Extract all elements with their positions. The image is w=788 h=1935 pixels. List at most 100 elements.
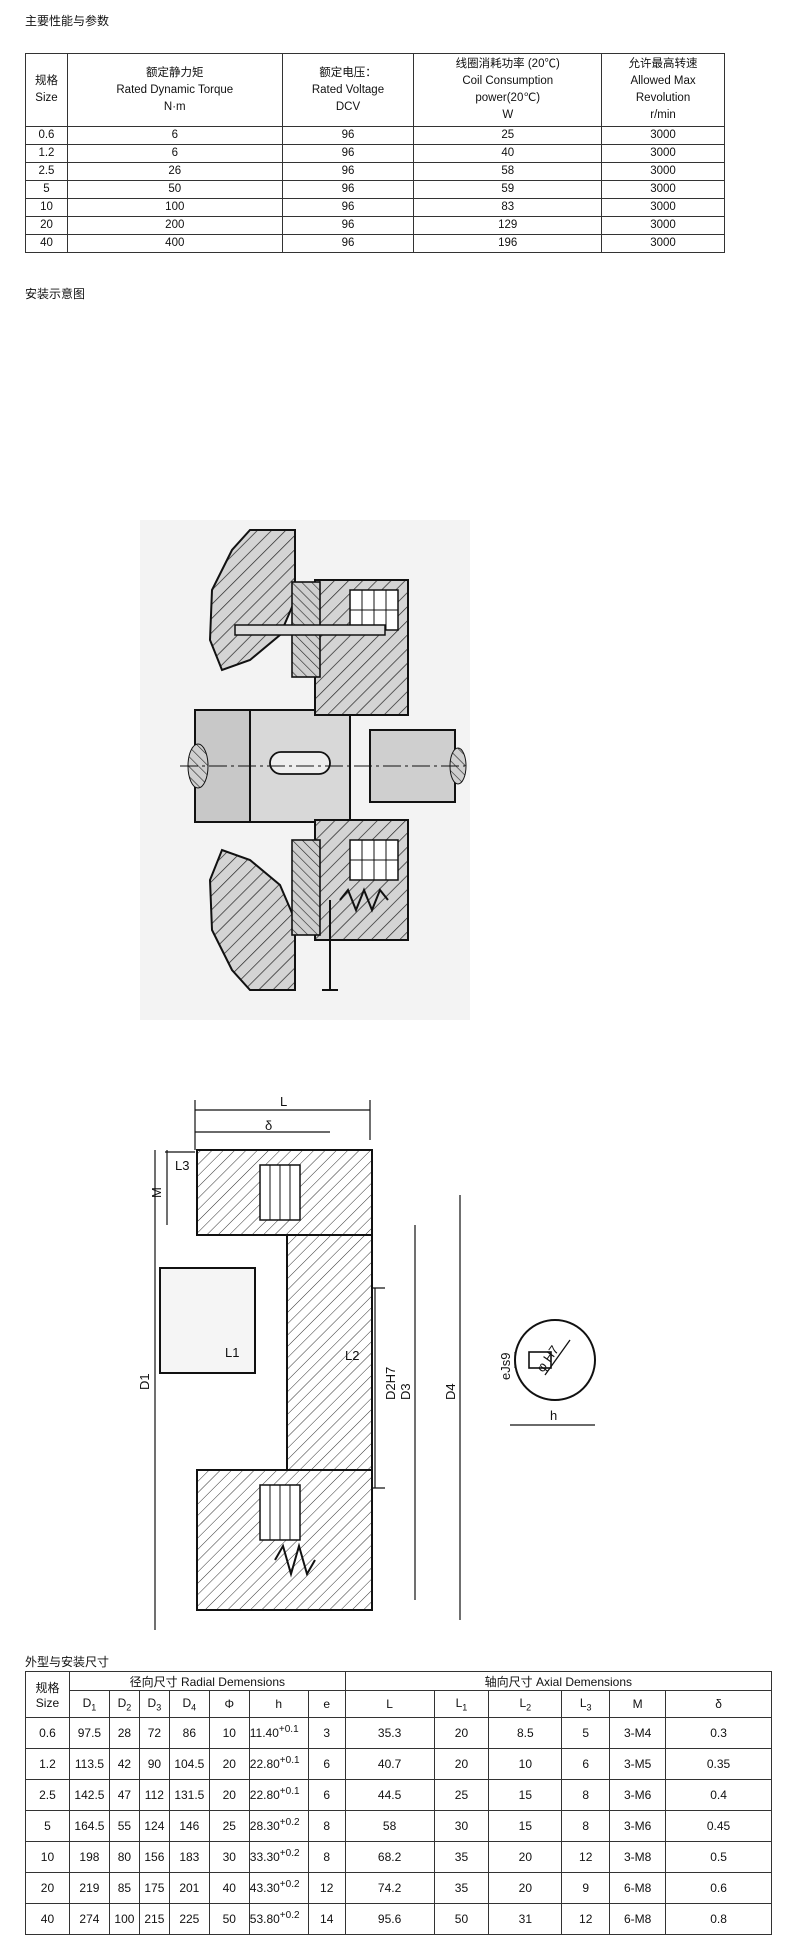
dim-label-D1: D1 [137, 1373, 152, 1390]
cell-h: 22.80+0.1 [248, 1779, 309, 1811]
cell-delta: 0.6 [665, 1872, 772, 1904]
cell-delta: 0.35 [665, 1748, 772, 1780]
cell-L2: 31 [488, 1903, 563, 1935]
cell-L: 35.3 [344, 1717, 435, 1749]
cell-D4: 225 [168, 1903, 210, 1935]
cell-M: 6-M8 [609, 1903, 667, 1935]
cell-D4: 131.5 [168, 1779, 210, 1811]
cell-D3: 72 [138, 1717, 170, 1749]
cell-D3: 156 [138, 1841, 170, 1873]
cell-e: 8 [307, 1841, 346, 1873]
cell-D3: 90 [138, 1748, 170, 1780]
dim-label-L1: L1 [225, 1345, 239, 1360]
cell-M: 6-M8 [609, 1872, 667, 1904]
cell-D2: 80 [108, 1841, 140, 1873]
cell-phi: 40 [208, 1872, 250, 1904]
col-h: h [248, 1690, 309, 1718]
cell-e: 8 [307, 1810, 346, 1842]
cell-size: 40 [25, 1903, 70, 1935]
cell-D2: 85 [108, 1872, 140, 1904]
col-D4: D4 [168, 1690, 210, 1718]
dim-label-L2: L2 [345, 1348, 359, 1363]
cell-L3: 12 [561, 1903, 611, 1935]
cell-D1: 198 [68, 1841, 110, 1873]
cell-L2: 15 [488, 1779, 563, 1811]
cell-L3: 6 [561, 1748, 611, 1780]
cell-h: 33.30+0.2 [248, 1841, 309, 1873]
cell-size: 2.5 [25, 1779, 70, 1811]
cell-D1: 97.5 [68, 1717, 110, 1749]
cell-L2: 20 [488, 1872, 563, 1904]
t2-header-radial: 径向尺寸 Radial Demensions [68, 1671, 346, 1691]
cell-L: 44.5 [344, 1779, 435, 1811]
dim-label-L3: L3 [175, 1158, 189, 1173]
cell-L1: 25 [433, 1779, 490, 1811]
col-L1: L1 [433, 1690, 490, 1718]
cell-e: 6 [307, 1779, 346, 1811]
cell-D3: 112 [138, 1779, 170, 1811]
cell-M: 3-M8 [609, 1841, 667, 1873]
installation-section-drawing [140, 520, 470, 1020]
cell-L2: 15 [488, 1810, 563, 1842]
col-D3: D3 [138, 1690, 170, 1718]
cell-D2: 47 [108, 1779, 140, 1811]
cell-L1: 35 [433, 1872, 490, 1904]
cell-L3: 9 [561, 1872, 611, 1904]
section-title-performance: 主要性能与参数 [25, 14, 110, 28]
cell-D2: 100 [108, 1903, 140, 1935]
cell-D3: 215 [138, 1903, 170, 1935]
cell-L2: 8.5 [488, 1717, 563, 1749]
dim-label-D3: D3 [398, 1383, 413, 1400]
col-L: L [344, 1690, 435, 1718]
cell-e: 12 [307, 1872, 346, 1904]
cell-L2: 10 [488, 1748, 563, 1780]
cell-D4: 146 [168, 1810, 210, 1842]
col-delta: δ [665, 1690, 772, 1718]
cell-phi: 50 [208, 1903, 250, 1935]
dim-label-eJs9: eJs9 [498, 1353, 513, 1380]
cell-D1: 274 [68, 1903, 110, 1935]
cell-size: 5 [25, 1810, 70, 1842]
cell-M: 3-M4 [609, 1717, 667, 1749]
cell-D1: 219 [68, 1872, 110, 1904]
cell-D3: 175 [138, 1872, 170, 1904]
cell-D4: 201 [168, 1872, 210, 1904]
cell-h: 28.30+0.2 [248, 1810, 309, 1842]
cell-M: 3-M6 [609, 1779, 667, 1811]
cell-D2: 55 [108, 1810, 140, 1842]
dimension-drawing: L δ L3 M D1 L1 L2 D2H7 D3 D4 eJs9 φ H7 h [137, 1094, 596, 1630]
col-phi: Φ [208, 1690, 250, 1718]
cell-L3: 5 [561, 1717, 611, 1749]
t2-header-axial: 轴向尺寸 Axial Demensions [344, 1671, 773, 1691]
col-M: M [609, 1690, 667, 1718]
dim-label-D2H7: D2H7 [383, 1367, 398, 1400]
col-L3: L3 [561, 1690, 611, 1718]
cell-delta: 0.5 [665, 1841, 772, 1873]
dim-label-h: h [550, 1408, 557, 1423]
cell-L1: 20 [433, 1748, 490, 1780]
dim-label-delta: δ [265, 1118, 272, 1133]
cell-delta: 0.8 [665, 1903, 772, 1935]
col-D2: D2 [108, 1690, 140, 1718]
cell-size: 10 [25, 1841, 70, 1873]
cell-D4: 86 [168, 1717, 210, 1749]
col-e: e [307, 1690, 346, 1718]
